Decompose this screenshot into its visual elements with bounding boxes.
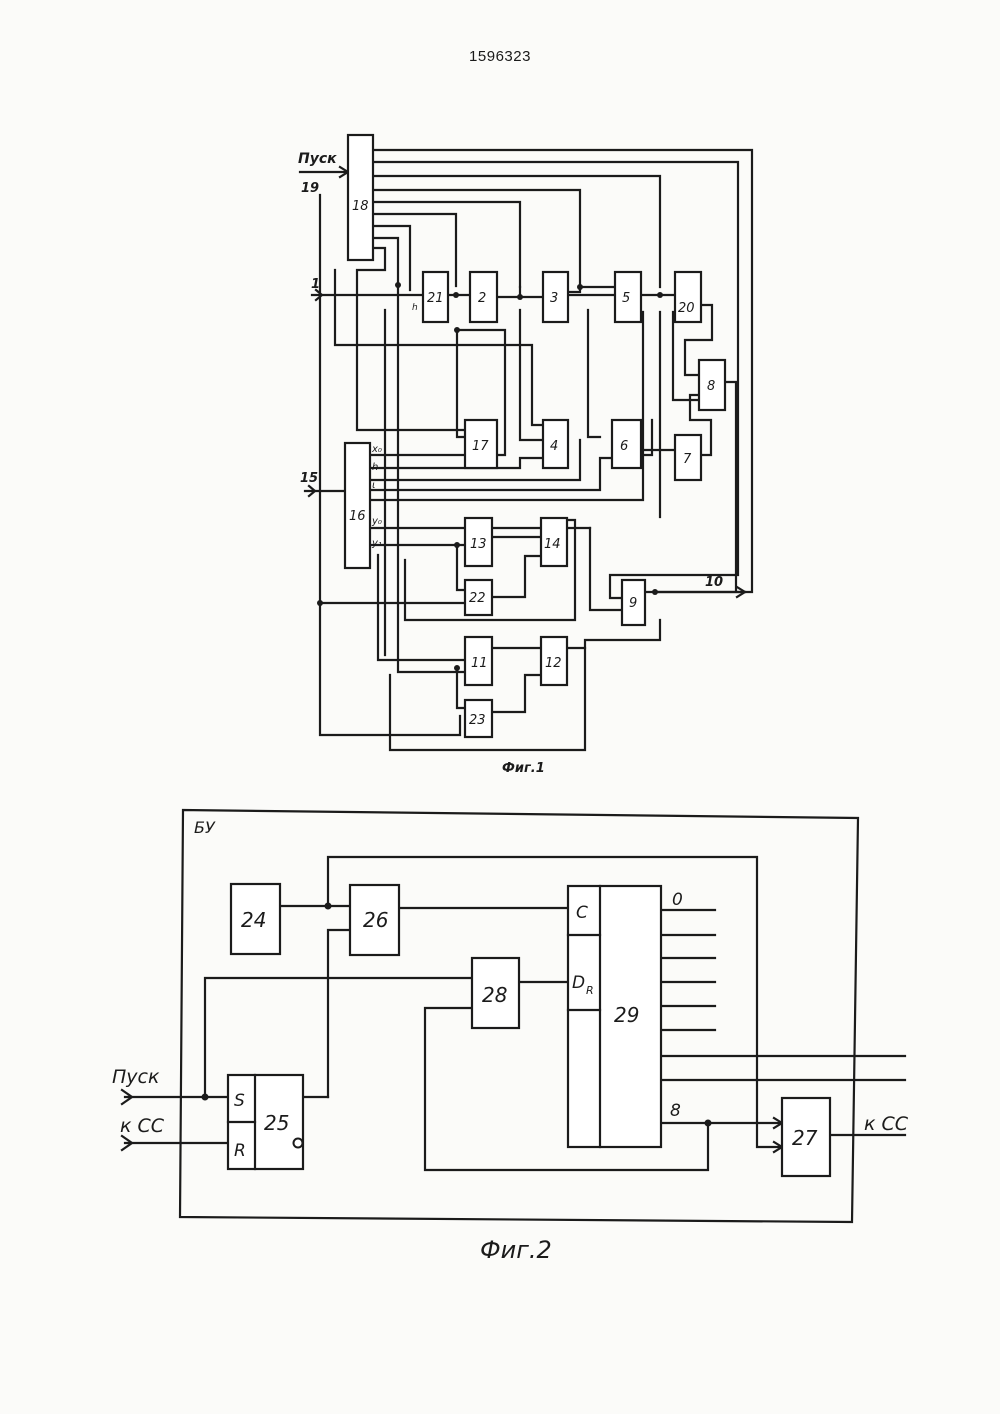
block-4: 4 xyxy=(543,420,568,468)
svg-text:14: 14 xyxy=(544,537,561,552)
svg-text:26: 26 xyxy=(363,908,388,932)
fig1-input-1-label: 1 xyxy=(311,277,320,292)
svg-text:11: 11 xyxy=(471,656,488,671)
port-16-x: x₀ xyxy=(371,444,382,455)
port-16-u: ι xyxy=(372,480,375,491)
block-2: 2 xyxy=(470,272,497,322)
fig1-caption: Фиг.1 xyxy=(502,761,545,776)
svg-text:3: 3 xyxy=(550,291,558,306)
fig2-pusk-label: Пуск xyxy=(112,1066,160,1088)
svg-text:20: 20 xyxy=(678,301,695,316)
svg-text:27: 27 xyxy=(792,1126,818,1150)
block-12: 12 xyxy=(541,637,567,685)
fig1-input-15-label: 15 xyxy=(300,471,318,486)
block-27: 27 xyxy=(782,1098,830,1176)
svg-text:17: 17 xyxy=(472,439,489,454)
block-9: 9 xyxy=(622,580,645,625)
svg-text:25: 25 xyxy=(264,1111,289,1135)
port-16-y0: y₀ xyxy=(371,516,382,527)
figure-2: БУ xyxy=(112,810,909,1264)
register-d-subscript: R xyxy=(586,984,594,997)
port-21-h: h xyxy=(412,303,418,313)
block-14: 14 xyxy=(541,518,567,566)
fig2-kss-input-label: к СС xyxy=(120,1115,165,1137)
svg-text:9: 9 xyxy=(629,596,637,611)
block-5: 5 xyxy=(615,272,641,322)
fig2-caption: Фиг.2 xyxy=(480,1236,552,1264)
register-output-8: 8 xyxy=(670,1101,681,1121)
block-21: 21 h xyxy=(412,272,448,322)
fig2-kss-output-label: к СС xyxy=(864,1113,909,1135)
svg-text:29: 29 xyxy=(614,1003,639,1027)
svg-text:21: 21 xyxy=(427,291,444,306)
svg-text:4: 4 xyxy=(550,439,558,454)
block-16: 16 x₀ h ι y₀ y₁ xyxy=(345,443,382,568)
register-c-port: C xyxy=(576,903,588,923)
svg-text:16: 16 xyxy=(349,509,366,524)
register-d-port: D xyxy=(572,973,585,993)
svg-text:2: 2 xyxy=(478,291,486,306)
flipflop-s-port: S xyxy=(234,1091,245,1111)
block-26: 26 xyxy=(350,885,399,955)
fig1-input-19-label: 19 xyxy=(301,181,319,196)
svg-text:7: 7 xyxy=(683,452,692,467)
svg-text:13: 13 xyxy=(470,537,487,552)
register-output-0: 0 xyxy=(672,890,683,910)
svg-text:6: 6 xyxy=(620,439,628,454)
svg-text:5: 5 xyxy=(622,291,630,306)
svg-text:22: 22 xyxy=(469,591,486,606)
bu-frame-label: БУ xyxy=(194,818,216,837)
block-24: 24 xyxy=(231,884,280,954)
block-25: S R 25 xyxy=(228,1075,303,1169)
block-3: 3 xyxy=(543,272,568,322)
block-11: 11 xyxy=(465,637,492,685)
block-22: 22 xyxy=(465,580,492,615)
block-20: 20 xyxy=(675,272,701,322)
block-6: 6 xyxy=(612,420,641,468)
block-18: 18 xyxy=(348,135,373,260)
block-13: 13 xyxy=(465,518,492,566)
block-28: 28 xyxy=(472,958,519,1028)
flipflop-r-port: R xyxy=(234,1141,246,1161)
port-16-h: h xyxy=(372,462,378,473)
svg-text:12: 12 xyxy=(545,656,562,671)
figure-1: 18 16 x₀ h ι y₀ y₁ 21h 2 3 5 20 8 17 4 6… xyxy=(298,135,752,776)
block-23: 23 xyxy=(465,700,492,737)
svg-text:23: 23 xyxy=(469,713,486,728)
block-7: 7 xyxy=(675,435,701,480)
port-16-y1: y₁ xyxy=(371,538,382,549)
svg-text:18: 18 xyxy=(352,199,369,214)
fig1-pusk-label: Пуск xyxy=(298,151,337,167)
block-29: C D R 29 0 8 xyxy=(568,886,683,1147)
block-8: 8 xyxy=(699,360,725,410)
svg-text:24: 24 xyxy=(241,908,266,932)
fig1-output-10-label: 10 xyxy=(705,575,723,590)
block-17: 17 xyxy=(465,420,497,468)
svg-text:8: 8 xyxy=(707,379,715,394)
svg-text:28: 28 xyxy=(482,983,507,1007)
